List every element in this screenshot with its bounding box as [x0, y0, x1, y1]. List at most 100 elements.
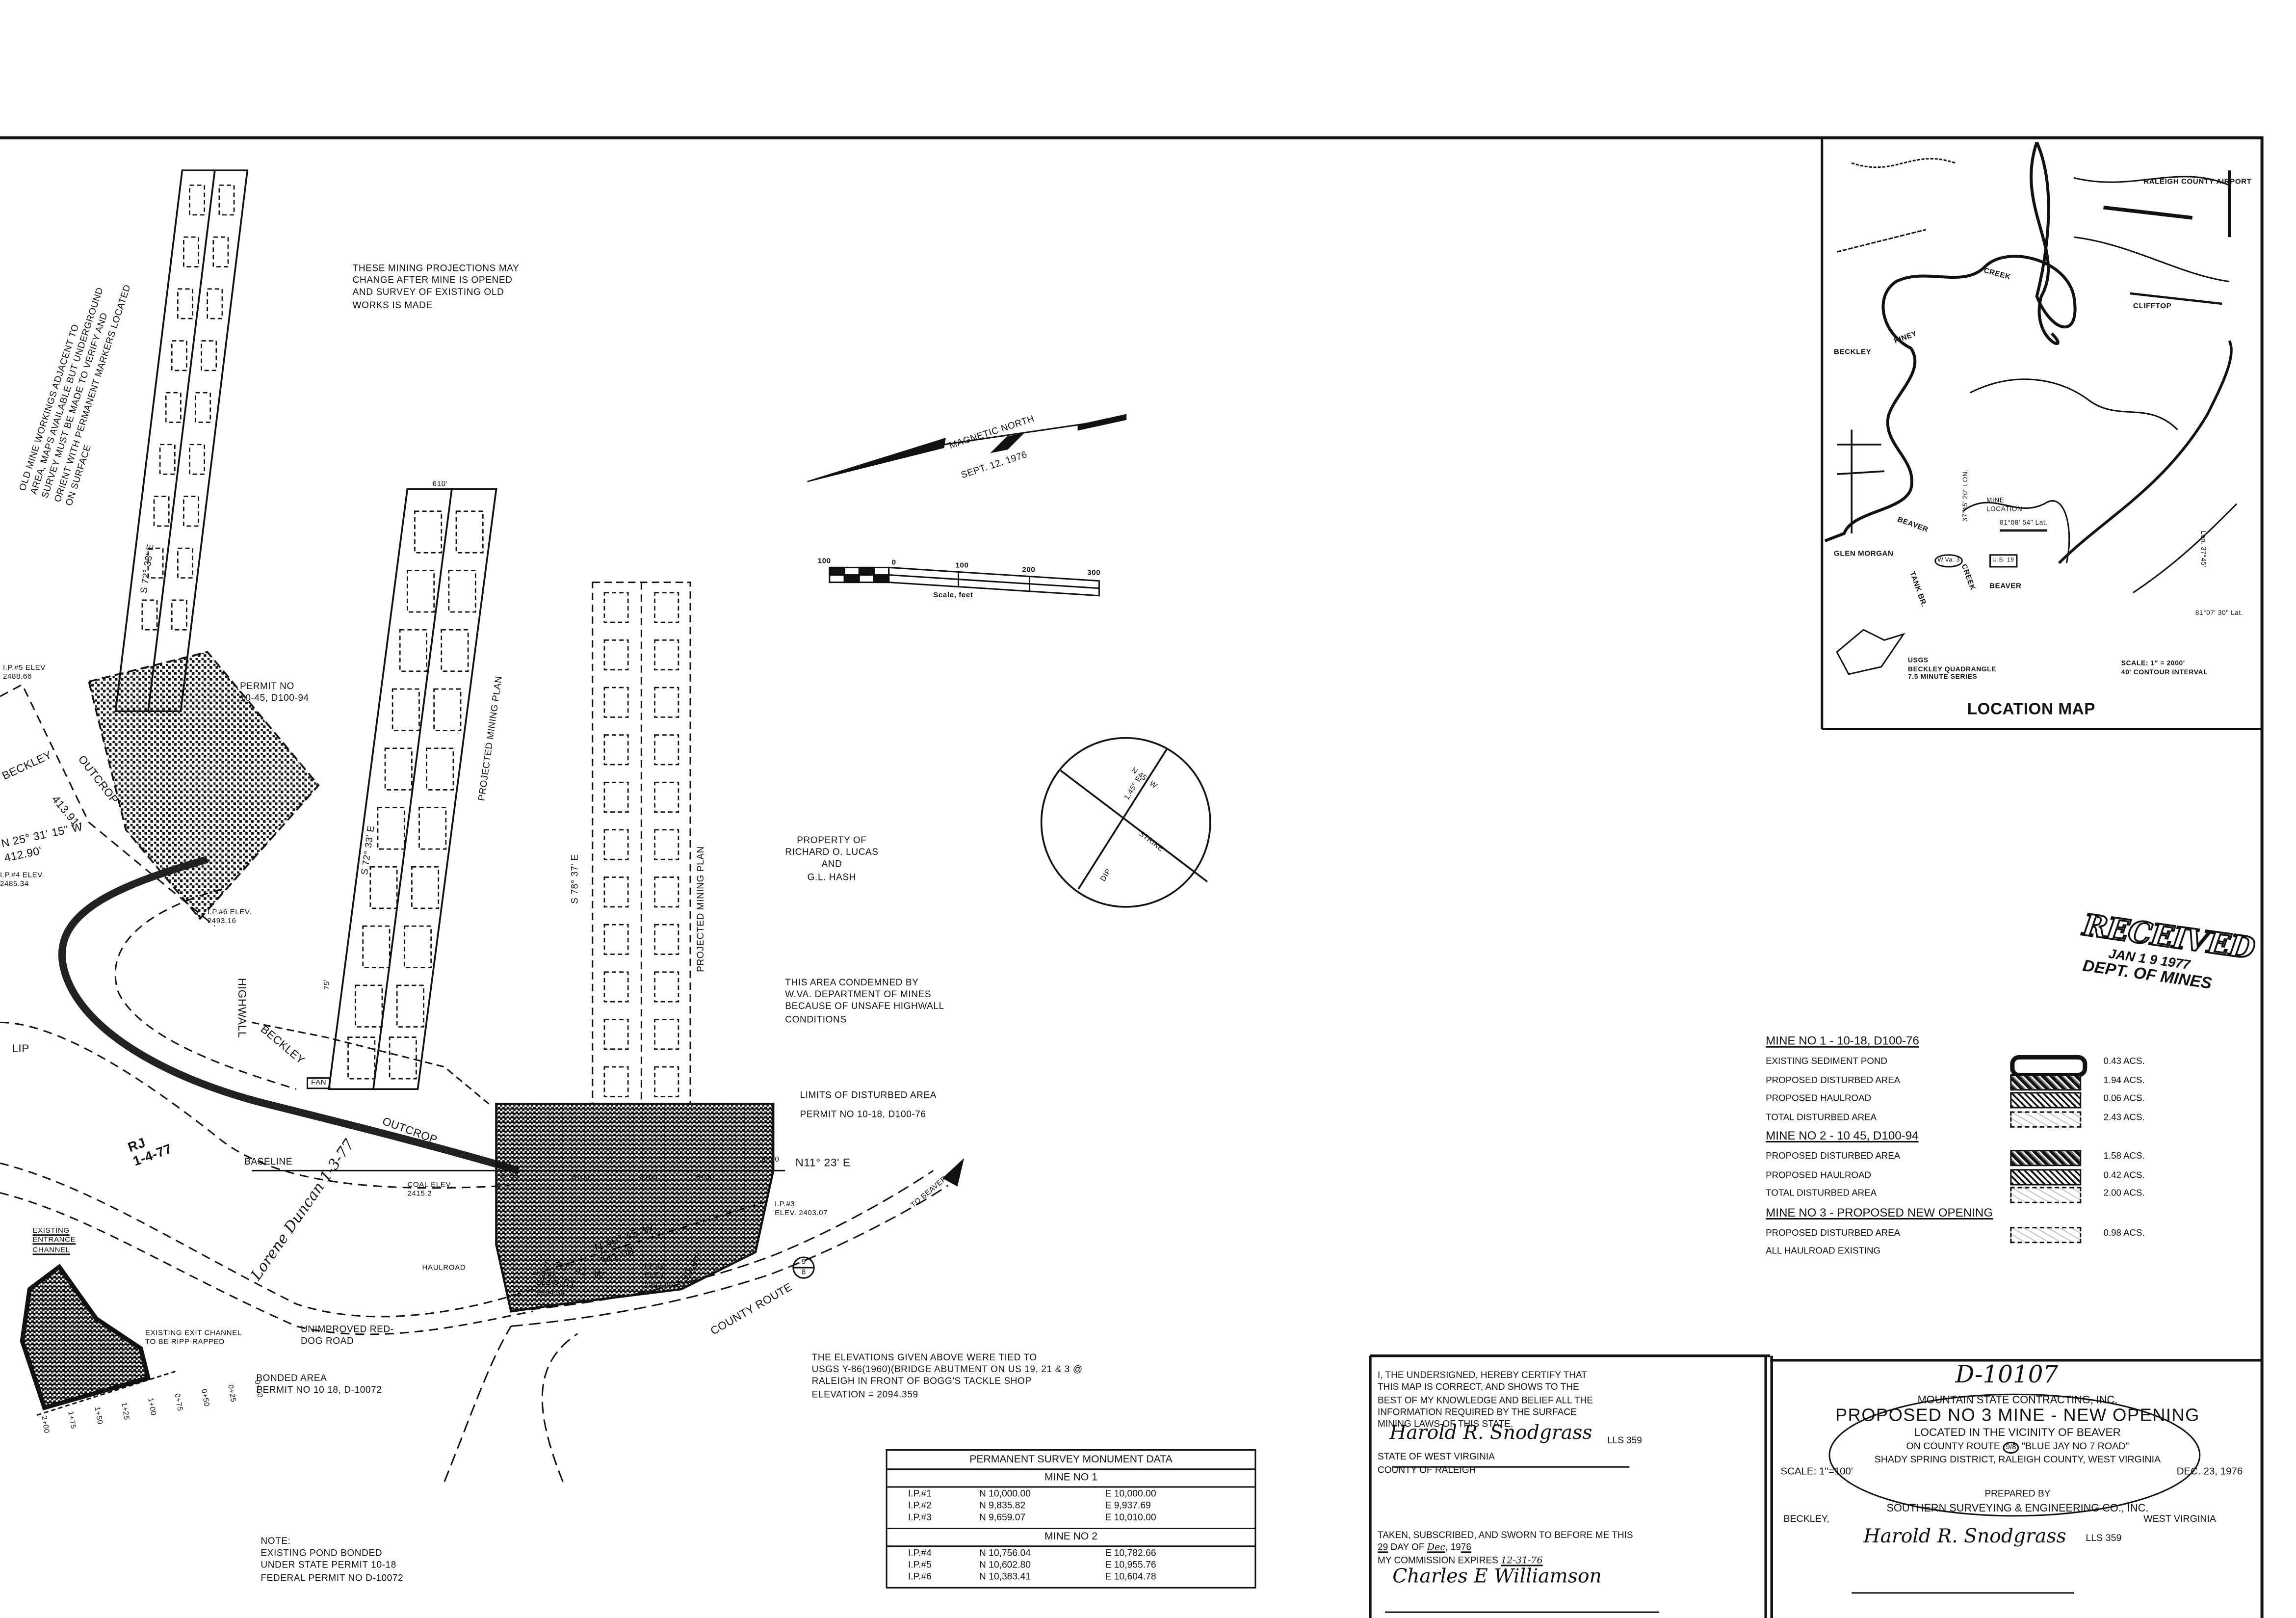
mine-1-disturbed-area [252, 1103, 785, 1313]
note-line: 2485.34 [0, 880, 29, 890]
outcrop-band [0, 855, 534, 1335]
cert-line: MINING LAWS OF THIS STATE. [1378, 1420, 1513, 1431]
fan-label: FAN [307, 1077, 331, 1090]
place-label: CLIFFTOP [2133, 302, 2172, 312]
cert-line: INFORMATION REQUIRED BY THE SURFACE [1378, 1407, 1577, 1418]
district-line: SHADY SPRING DISTRICT, RALEIGH COUNTY, W… [1874, 1455, 2161, 1466]
mine-longitude: 37°45' 20" LON. [1961, 469, 1969, 522]
legend-value: 1.58 ACS. [2103, 1151, 2145, 1162]
note-line: WORKS IS MADE [352, 300, 433, 311]
route-number: 9 [801, 1258, 806, 1267]
legend-label: PROPOSED DISTURBED AREA [1766, 1075, 1901, 1086]
note-line: I.P.#3 [775, 1200, 795, 1209]
corner-latitude: 81°07' 30" Lat. [2195, 609, 2244, 617]
legend-swatch-dark [2010, 1150, 2082, 1167]
note-line: FEDERAL PERMIT NO D-10072 [261, 1573, 404, 1584]
legend-value: 0.06 ACS. [2103, 1093, 2145, 1104]
note-line: I.P.#4 ELEV. [0, 871, 45, 880]
legend-swatch-road [2010, 1092, 2082, 1109]
scale-tick: 200 [1022, 566, 1036, 575]
commission-expires: 12-31-76 [1501, 1555, 1543, 1566]
place-label: RALEIGH COUNTY AIRPORT [2143, 178, 2252, 187]
station: 3+00 [572, 1173, 590, 1183]
mine-latitude: 81°08' 54" Lat. [2000, 518, 2048, 526]
location-map-title: LOCATION MAP [1967, 701, 2096, 719]
pond-note: NOTE: EXISTING POND BONDED UNDER STATE P… [261, 1537, 403, 1585]
ip6-label: I.P.#6 ELEV.2493.16 [208, 908, 252, 928]
location-line: LOCATED IN THE VICINITY OF BEAVER [1914, 1425, 2121, 1439]
company-name: MOUNTAIN STATE CONTRACTING, INC. [1917, 1393, 2118, 1406]
cell: N 10,602.80 [979, 1560, 1031, 1571]
scale-bar-icon [829, 566, 1100, 597]
note-line: 7.5 MINUTE SERIES [1907, 672, 1978, 680]
scale-tick: 0 [891, 558, 896, 568]
route-shield-icon: U.S. 19 [1989, 554, 2017, 567]
note-line: LIMITS OF DISTURBED AREA [800, 1090, 937, 1101]
note-line: RALEIGH IN FRONT OF BOGG'S TACKLE SHOP [811, 1377, 1032, 1388]
drawing-title: PROPOSED NO 3 MINE - NEW OPENING [1835, 1405, 2200, 1426]
note-line: UNDER STATE PERMIT 10-18 [261, 1561, 396, 1571]
day: 29 [1378, 1543, 1388, 1554]
cell: N 9,659.07 [979, 1512, 1026, 1523]
coal-elevation: COAL ELEV.2415.2 [407, 1181, 452, 1200]
year: 76 [1461, 1543, 1471, 1554]
legend-swatch-light [2010, 1111, 2082, 1127]
legend-value: 0.98 ACS. [2103, 1227, 2145, 1238]
location-map-frame [1821, 137, 2262, 730]
place-label: BECKLEY [1834, 348, 1872, 357]
surveyor-signature: Harold R. Snodgrass [1389, 1423, 1592, 1446]
bearing-label: N11° 23' E [795, 1156, 851, 1169]
note-line: PROPERTY OF [797, 835, 867, 847]
lip-label: LIP [12, 1041, 29, 1055]
note-line: THIS AREA CONDEMNED BY [785, 978, 919, 988]
station: 5+00 [696, 1173, 714, 1183]
route-shield-icon: W.Va. 3 [1934, 554, 1963, 567]
note-line: I.P.#6 ELEV. [207, 908, 252, 918]
cert-line: I, THE UNDERSIGNED, HEREBY CERTIFY THAT [1378, 1370, 1587, 1381]
note-line: G.L. HASH [807, 872, 857, 883]
note-line: ELEV. 2403.07 [775, 1210, 828, 1219]
month: Dec [1427, 1543, 1446, 1554]
title-block: MOUNTAIN STATE CONTRACTING, INC. PROPOSE… [1774, 1393, 2260, 1550]
panel-strip-3 [592, 582, 691, 1105]
route-prefix: ON COUNTY ROUTE [1906, 1441, 2001, 1453]
legend-label: EXISTING SEDIMENT POND [1766, 1056, 1887, 1067]
projections-note: THESE MINING PROJECTIONS MAY CHANGE AFTE… [353, 264, 520, 312]
notary-signature: Charles E Williamson [1392, 1566, 1602, 1589]
note-line: THESE MINING PROJECTIONS MAY [352, 264, 520, 274]
title-block-border [1369, 1354, 2262, 1618]
limits-note: LIMITS OF DISTURBED AREA PERMIT NO 10-18… [800, 1086, 937, 1125]
note-line: UNIMPROVED RED- [300, 1325, 394, 1335]
cell: N 10,756.04 [979, 1548, 1031, 1559]
cert-line: BEST OF MY KNOWLEDGE AND BELIEF ALL THE [1378, 1395, 1593, 1406]
station: 4+00 [640, 1173, 658, 1183]
legend-section-title: MINE NO 2 - 10 45, D100-94 [1766, 1129, 1919, 1142]
prepared-by-label: PREPARED BY [1984, 1489, 2051, 1500]
cell: I.P.#6 [908, 1572, 932, 1583]
cell: E 10,955.76 [1105, 1560, 1156, 1571]
note-line: COAL ELEV. [407, 1181, 453, 1190]
sworn-date: 29 DAY OF Dec, 1976 [1378, 1543, 1766, 1555]
dimension-label: 75' [323, 979, 332, 990]
existing-sediment-pond [20, 1264, 178, 1416]
map-scale: SCALE: 1" = 2000'40' CONTOUR INTERVAL [2121, 660, 2208, 676]
note-line: 2493.16 [207, 918, 236, 927]
dip-strike-symbol [1040, 737, 1211, 908]
route-line: ON COUNTY ROUTE 9/8 "BLUE JAY NO 7 ROAD" [1774, 1440, 2260, 1455]
cell: I.P.#4 [908, 1548, 932, 1559]
cell: I.P.#2 [908, 1501, 932, 1512]
cert-line: THIS MAP IS CORRECT, AND SHOWS TO THE [1378, 1382, 1579, 1394]
cell: N 9,835.82 [979, 1501, 1026, 1512]
scale-tick: 100 [817, 557, 831, 566]
sheet-border [0, 136, 2264, 1618]
note-line: 2393.80 [644, 1281, 674, 1291]
